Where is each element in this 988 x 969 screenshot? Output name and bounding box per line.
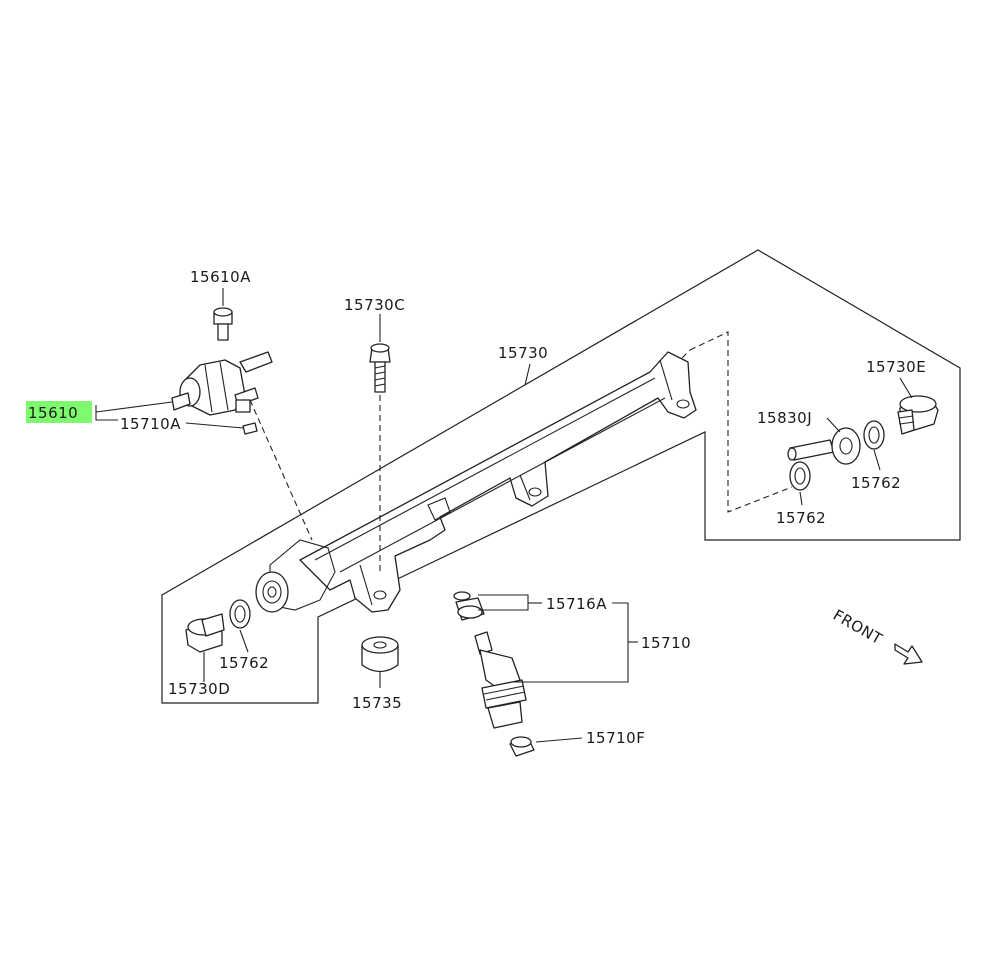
bolt-15730C[interactable] — [369, 343, 391, 393]
clip-15710A[interactable] — [242, 422, 258, 435]
dashed-subframe — [689, 331, 793, 513]
highlight-15610 — [26, 401, 92, 423]
plug-15730D[interactable] — [185, 613, 225, 653]
label-15762-mid[interactable]: 15762 — [776, 509, 826, 527]
leader-lines — [95, 288, 913, 743]
label-15762-right[interactable]: 15762 — [851, 474, 901, 492]
label-15610[interactable]: 15610 — [28, 404, 78, 422]
label-15710[interactable]: 15710 — [641, 634, 691, 652]
washer-15762-right[interactable] — [863, 420, 885, 450]
seal-15710F[interactable] — [509, 736, 535, 757]
label-15710F[interactable]: 15710F — [586, 729, 645, 747]
front-label: FRONT — [830, 606, 886, 649]
label-15735[interactable]: 15735 — [352, 694, 402, 712]
clip-15716A[interactable] — [453, 591, 485, 621]
label-15730C[interactable]: 15730C — [344, 296, 405, 314]
banjo-fitting-15830J[interactable] — [787, 427, 861, 465]
washer-15762-mid[interactable] — [789, 461, 811, 491]
label-15730E[interactable]: 15730E — [866, 358, 926, 376]
label-15730D[interactable]: 15730D — [168, 680, 230, 698]
label-15730[interactable]: 15730 — [498, 344, 548, 362]
front-arrow-icon — [894, 643, 923, 665]
label-15830J[interactable]: 15830J — [757, 409, 812, 427]
bolt-15610A[interactable] — [213, 307, 233, 341]
injector-15710[interactable] — [474, 631, 527, 729]
label-15710A[interactable]: 15710A — [120, 415, 181, 433]
assembly-frame — [161, 249, 961, 704]
pressure-regulator-15610[interactable] — [171, 351, 273, 416]
fuel-rail-15730[interactable] — [269, 351, 697, 613]
rail-end-fitting — [255, 571, 289, 613]
label-15762-left[interactable]: 15762 — [219, 654, 269, 672]
cap-15730E[interactable] — [897, 395, 939, 435]
washer-15762-left[interactable] — [229, 599, 251, 629]
insulator-15735[interactable] — [361, 636, 399, 673]
label-15716A[interactable]: 15716A — [546, 595, 607, 613]
regulator-guide-line — [249, 399, 313, 541]
label-15610A[interactable]: 15610A — [190, 268, 251, 286]
